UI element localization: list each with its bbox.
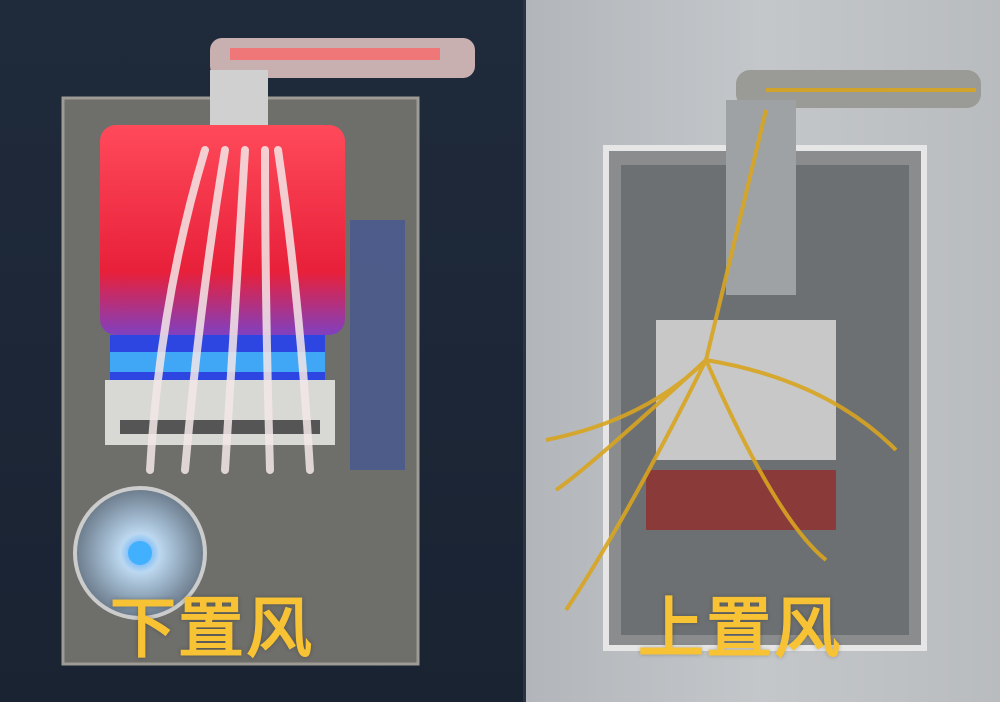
burner [105,380,335,445]
bottom-fan-label: 下置风 [110,590,314,667]
airflow-arrows [146,146,314,474]
airflow-arrows [545,88,976,612]
top-fan-label: 上置风 [638,590,842,667]
flue-pipe-vertical [210,70,268,130]
burner [646,470,836,530]
bottom-fan-heater-illustration [61,38,475,666]
bottom-fan-panel [0,0,523,702]
flames [110,335,325,380]
top-fan-panel [523,0,1000,702]
top-fan-heater-illustration [545,70,981,651]
